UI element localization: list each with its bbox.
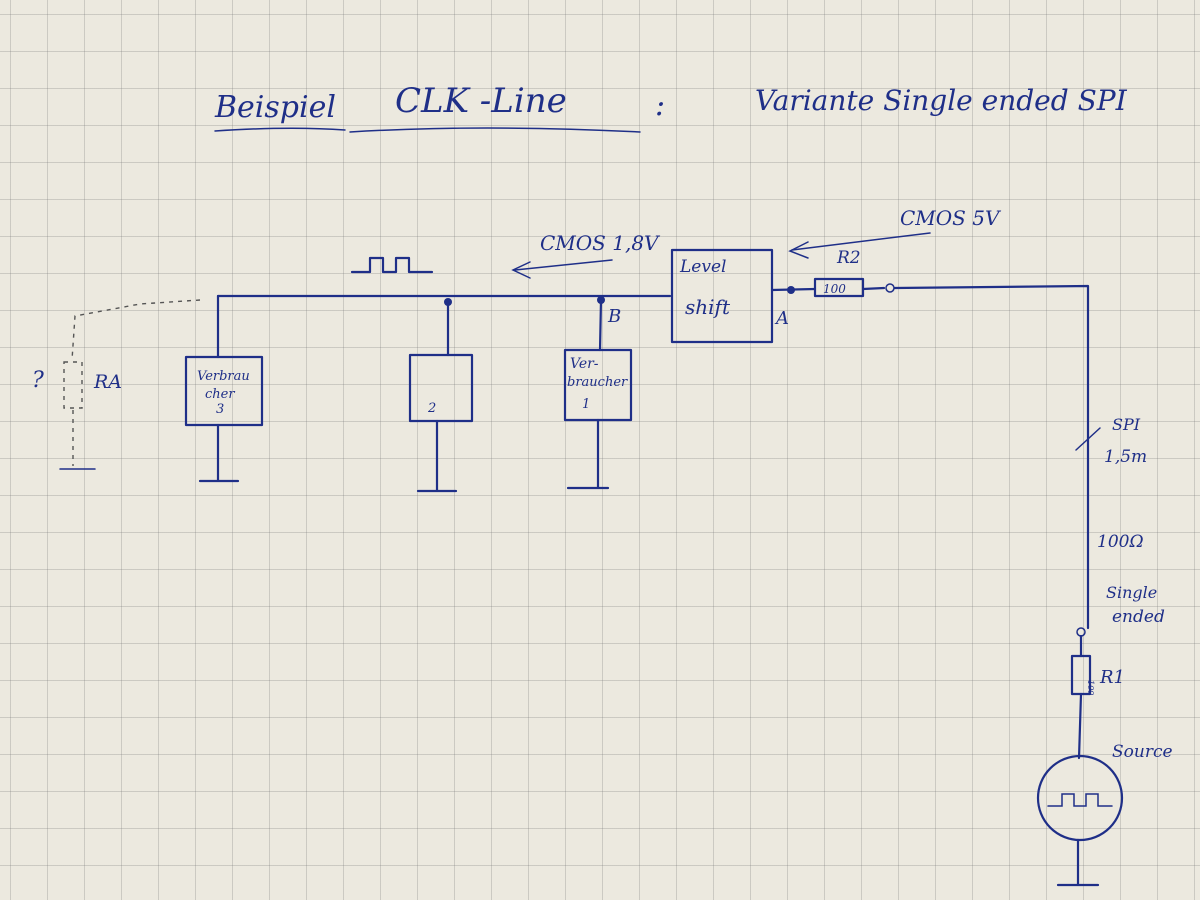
ground-consumer-1-icon — [566, 418, 610, 490]
spi-label: SPI — [1112, 415, 1141, 434]
consumer-2-box — [408, 353, 474, 423]
r2-value: 100 — [823, 282, 846, 296]
title-variant: Variante Single ended SPI — [755, 84, 1128, 117]
cable-length-label: 1,5m — [1104, 447, 1147, 467]
consumer-3-label-1: Verbrau — [197, 369, 250, 384]
ended-label: ended — [1112, 607, 1165, 627]
r2-resistor — [813, 277, 865, 298]
clock-pulse-icon — [350, 256, 434, 274]
wire-r1-to-source — [1077, 692, 1083, 760]
impedance-label: 100Ω — [1097, 532, 1144, 552]
r2-label: R2 — [836, 248, 861, 268]
optional-ra-wire — [71, 299, 201, 361]
source-label: Source — [1112, 742, 1173, 762]
title-colon: : — [655, 88, 665, 123]
single-label: Single — [1106, 583, 1157, 602]
r1-value: 100 — [1086, 680, 1095, 695]
ra-label: RA — [93, 371, 122, 393]
title-beispiel: Beispiel — [214, 90, 336, 125]
level-shifter-label-1: Level — [679, 257, 726, 277]
level-shifter-box — [670, 248, 774, 344]
cmos-5v-arrowhead — [788, 241, 809, 259]
title-underline-1 — [214, 127, 346, 132]
consumer-1-label-2: braucher — [567, 375, 628, 390]
terminal-r2-icon — [885, 283, 895, 293]
consumer-2-number: 2 — [427, 401, 436, 416]
title-underline-2 — [349, 127, 641, 133]
unknown-question-mark: ? — [32, 368, 44, 393]
cmos-18v-arrowhead — [511, 261, 531, 279]
r1-label: R1 — [1099, 667, 1125, 688]
level-shifter-label-2: shift — [685, 295, 731, 319]
junction-dot-a — [787, 286, 795, 294]
cmos-5v-arrow-line — [791, 232, 931, 251]
cmos-5v-label: CMOS 5V — [900, 206, 1002, 230]
node-a-label: A — [774, 308, 789, 329]
ground-consumer-2-icon — [416, 419, 458, 493]
ground-consumer-3-icon — [198, 423, 240, 483]
title-clk-line: CLK -Line — [395, 81, 567, 121]
consumer-1-number: 1 — [582, 397, 590, 412]
node-b-label: B — [607, 306, 621, 327]
source-pulse-icon — [1047, 793, 1113, 807]
consumer-3-label-2: cher — [205, 387, 235, 402]
wire-to-consumer-1 — [598, 298, 603, 352]
cmos-18v-arrow-line — [514, 259, 613, 271]
consumer-3-number: 3 — [216, 402, 224, 417]
ra-resistor-dashed — [63, 361, 83, 409]
consumer-1-label-1: Ver- — [570, 356, 599, 372]
signal-source-circle — [1036, 754, 1124, 842]
terminal-r1-icon — [1076, 627, 1086, 637]
consumer-3-box — [184, 355, 264, 427]
ground-source-icon — [1056, 838, 1100, 887]
bus-slash-icon — [1075, 427, 1101, 451]
cmos-18v-label: CMOS 1,8V — [540, 231, 661, 255]
wire-r2-out — [861, 286, 886, 291]
spi-line-wire — [893, 284, 1090, 630]
